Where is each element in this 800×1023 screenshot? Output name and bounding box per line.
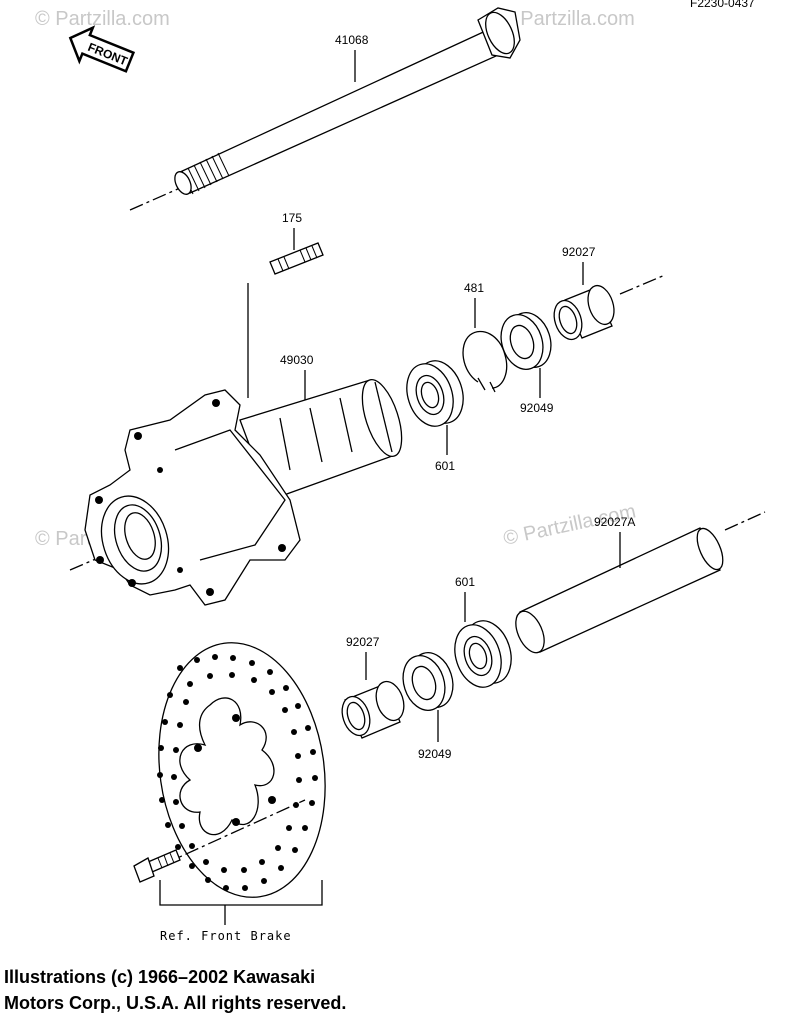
ref-front-brake-note: Ref. Front Brake xyxy=(160,929,292,943)
circlip: 481 xyxy=(462,281,508,393)
page-ref: F2230-0437 xyxy=(690,0,755,10)
copyright-line-2: Motors Corp., U.S.A. All rights reserved… xyxy=(4,993,347,1013)
collar-upper: 92027 xyxy=(553,245,666,341)
bearing-lower: 601 xyxy=(454,575,512,688)
part-label-bearing-lower: 601 xyxy=(455,575,475,589)
part-label-spacer: 92027A xyxy=(594,515,635,529)
part-label-stud: 175 xyxy=(282,211,302,225)
oil-seal-upper: 92049 xyxy=(500,312,554,415)
copyright-notice: Illustrations (c) 1966–2002 Kawasaki Mot… xyxy=(4,964,346,1016)
oil-seal-lower: 92049 xyxy=(402,652,454,761)
watermark: © Partzilla.com xyxy=(500,8,635,30)
part-label-collar-lower: 92027 xyxy=(346,635,380,649)
part-label-circlip: 481 xyxy=(464,281,484,295)
part-label-seal-lower: 92049 xyxy=(418,747,452,761)
spacer-tube: 92027A xyxy=(515,511,766,654)
part-label-seal-upper: 92049 xyxy=(520,401,554,415)
collar-lower: 92027 xyxy=(341,635,405,739)
axle: 41068 xyxy=(129,7,521,211)
part-label-hub: 49030 xyxy=(280,353,314,367)
disc-perforations xyxy=(157,654,318,891)
part-label-bearing-upper: 601 xyxy=(435,459,455,473)
part-label-axle: 41068 xyxy=(335,33,369,47)
ref-bracket: Ref. Front Brake xyxy=(159,880,323,943)
wheel-hub: 49030 xyxy=(69,353,403,606)
stud-bolt: 175 xyxy=(247,211,324,398)
watermark: © Partzilla.com xyxy=(35,8,170,30)
part-label-collar-upper: 92027 xyxy=(562,245,596,259)
disc-screw xyxy=(133,849,181,883)
brake-disc xyxy=(139,642,326,898)
copyright-line-1: Illustrations (c) 1966–2002 Kawasaki xyxy=(4,967,316,987)
bearing-upper: 601 xyxy=(406,360,464,473)
